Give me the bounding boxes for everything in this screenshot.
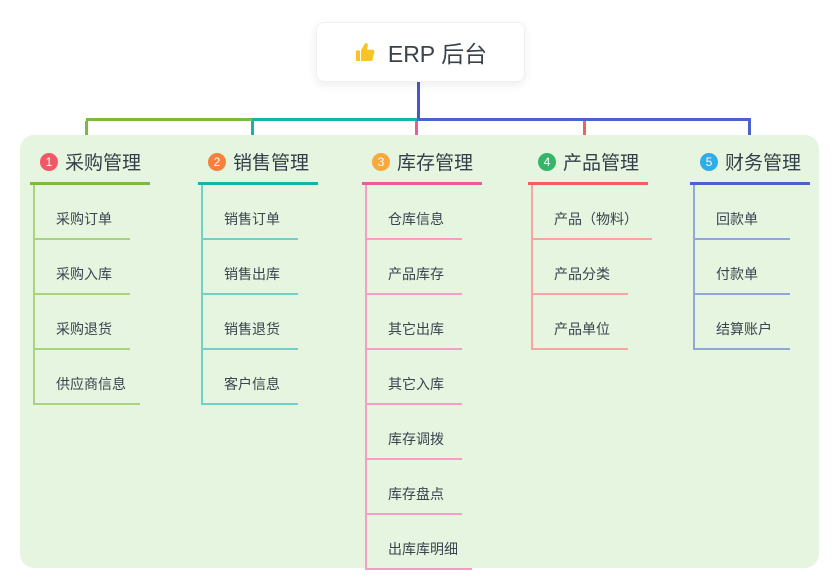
branch-title: 财务管理 [725,153,802,174]
branch-header-node[interactable]: 1 采购管理 [30,148,150,185]
branch-children: 回款单 付款单 结算账户 [693,185,790,350]
branch-number-badge: 4 [538,152,556,171]
mindmap-child-node[interactable]: 采购退货 [35,295,130,350]
branch-header-node[interactable]: 4 产品管理 [528,148,648,185]
root-node[interactable]: ERP 后台 [316,22,525,82]
mindmap-child-node[interactable]: 结算账户 [695,295,790,350]
mindmap-branch: 3 库存管理 仓库信息 产品库存 其它出库 其它入库 库存调拨 库存盘点 出库库… [362,148,482,570]
thumbs-up-icon [354,40,378,64]
mindmap-child-node[interactable]: 仓库信息 [367,185,462,240]
mindmap-child-node[interactable]: 销售订单 [203,185,298,240]
mindmap-branch: 4 产品管理 产品（物料） 产品分类 产品单位 [528,148,652,350]
mindmap-child-node[interactable]: 供应商信息 [35,350,140,405]
branch-title: 销售管理 [233,153,310,174]
mindmap-child-node[interactable]: 库存调拨 [367,405,462,460]
mindmap-child-node[interactable]: 库存盘点 [367,460,462,515]
branch-header-node[interactable]: 5 财务管理 [690,148,810,185]
mindmap-child-node[interactable]: 产品分类 [533,240,628,295]
branch-title: 库存管理 [397,153,474,174]
branch-children: 产品（物料） 产品分类 产品单位 [531,185,652,350]
branch-children: 仓库信息 产品库存 其它出库 其它入库 库存调拨 库存盘点 出库库明细 [365,185,472,570]
mindmap-panel: 1 采购管理 采购订单 采购入库 采购退货 供应商信息 2 销售管理 销售订单 … [20,135,819,570]
branch-header-node[interactable]: 3 库存管理 [362,148,482,185]
mindmap-child-node[interactable]: 其它出库 [367,295,462,350]
mindmap-child-node[interactable]: 采购入库 [35,240,130,295]
mindmap-branch: 1 采购管理 采购订单 采购入库 采购退货 供应商信息 [30,148,150,405]
mindmap-child-node[interactable]: 出库库明细 [367,515,472,570]
mindmap-branch: 5 财务管理 回款单 付款单 结算账户 [690,148,810,350]
branch-number-badge: 2 [208,152,226,171]
bus-segment-blue [417,118,751,121]
mindmap-child-node[interactable]: 付款单 [695,240,790,295]
root-label: ERP 后台 [387,41,488,67]
bus-segment-teal [252,118,418,121]
mindmap-branch: 2 销售管理 销售订单 销售出库 销售退货 客户信息 [198,148,318,405]
mindmap-child-node[interactable]: 其它入库 [367,350,462,405]
mindmap-child-node[interactable]: 客户信息 [203,350,298,405]
mindmap-child-node[interactable]: 回款单 [695,185,790,240]
drop-line-sales [251,121,254,147]
branch-title: 产品管理 [563,153,640,174]
mindmap-child-node[interactable]: 产品库存 [367,240,462,295]
mindmap-child-node[interactable]: 销售出库 [203,240,298,295]
mindmap-child-node[interactable]: 产品单位 [533,295,628,350]
branch-children: 采购订单 采购入库 采购退货 供应商信息 [33,185,140,405]
mindmap-child-node[interactable]: 产品（物料） [533,185,652,240]
branch-title: 采购管理 [65,153,142,174]
branch-number-badge: 1 [40,152,58,171]
mindmap-child-node[interactable]: 销售退货 [203,295,298,350]
branch-header-node[interactable]: 2 销售管理 [198,148,318,185]
bus-segment-green [86,118,253,121]
drop-line-purchase [85,121,88,147]
drop-line-finance [748,121,751,147]
root-stem-line [417,80,420,118]
branch-children: 销售订单 销售出库 销售退货 客户信息 [201,185,298,405]
mindmap-child-node[interactable]: 采购订单 [35,185,130,240]
drop-line-product [583,121,586,147]
branch-number-badge: 5 [700,152,718,171]
branch-number-badge: 3 [372,152,390,171]
drop-line-inventory [415,121,418,147]
